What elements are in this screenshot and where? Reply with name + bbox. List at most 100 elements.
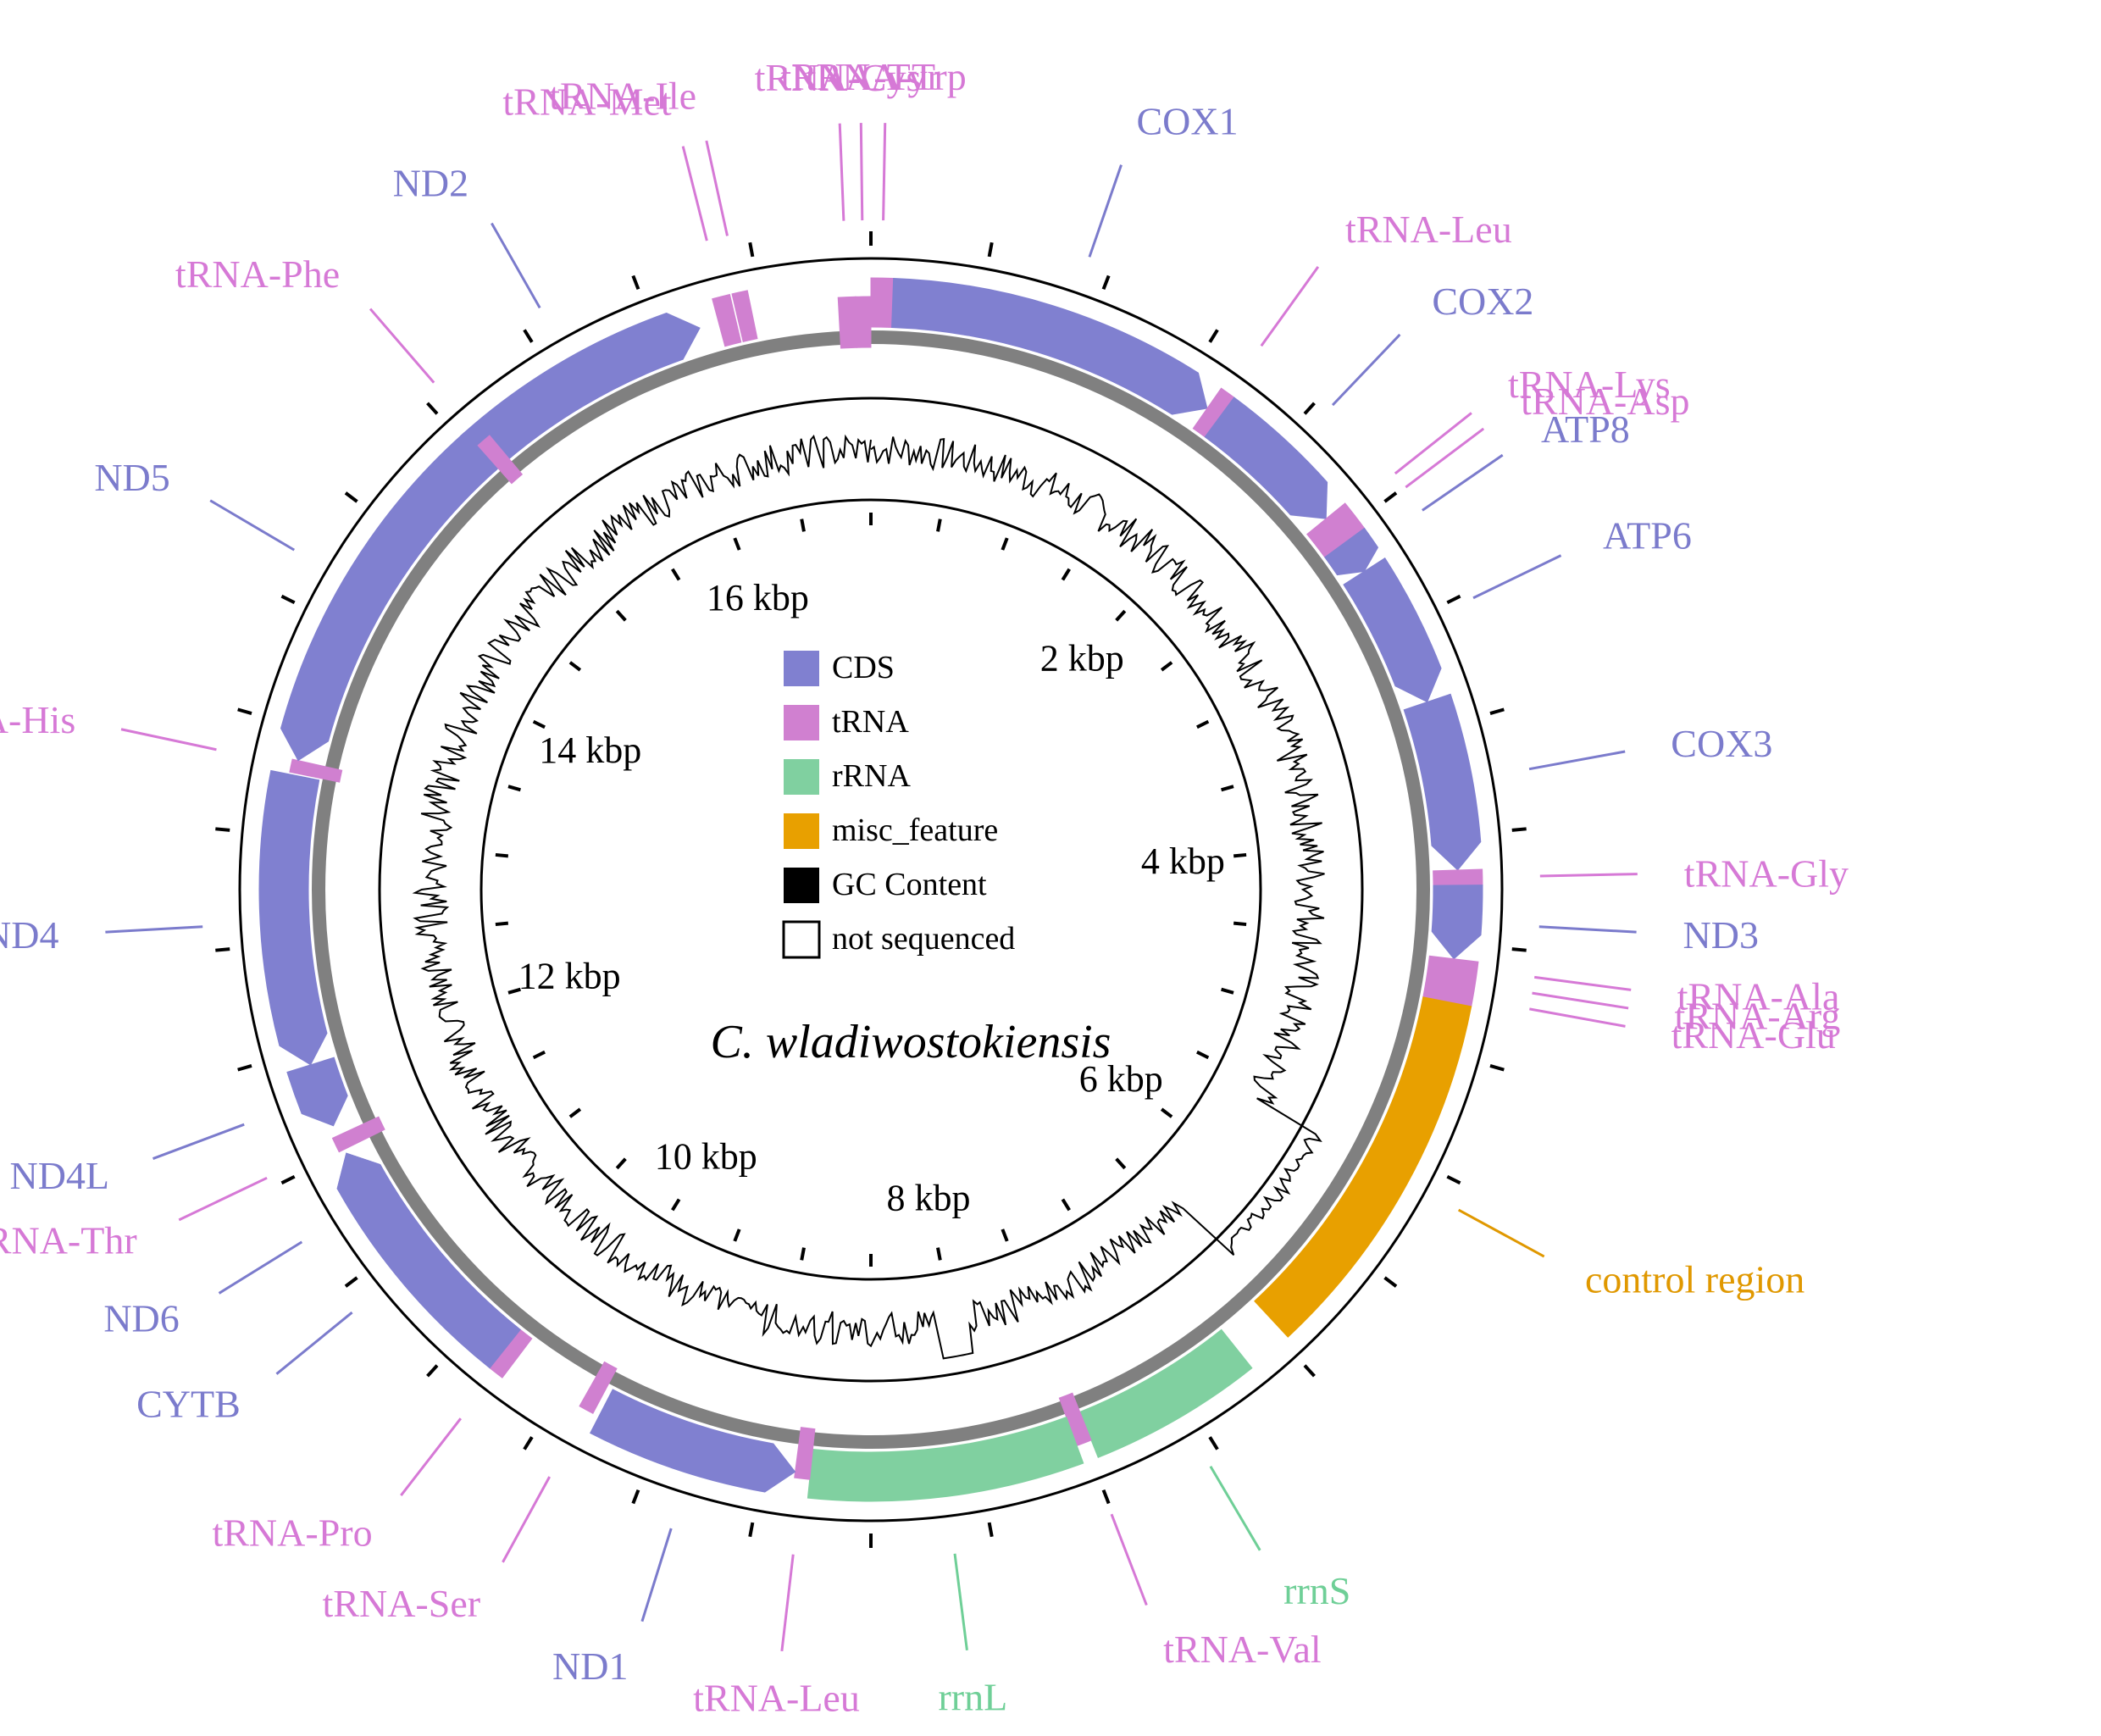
inner-tick: [532, 719, 546, 729]
feature-label: ATP8: [1541, 408, 1630, 451]
inner-tick: [507, 987, 521, 995]
inner-tick: [568, 1107, 582, 1118]
leader-line: [1422, 453, 1504, 512]
gc-inner-circle: [480, 498, 1262, 1281]
outer-tick: [237, 707, 252, 715]
kbp-label: 12 kbp: [518, 955, 621, 996]
outer-tick: [631, 275, 640, 291]
inner-tick: [507, 785, 521, 792]
legend-label: tRNA: [832, 704, 909, 740]
outer-tick: [1101, 1489, 1111, 1505]
leader-line: [1331, 333, 1401, 407]
legend-swatch: [784, 651, 819, 686]
leader-line: [681, 146, 708, 241]
leader-line: [1534, 975, 1632, 991]
feature-trna-gly: [1433, 868, 1483, 886]
outer-tick: [631, 1489, 640, 1505]
outer-tick: [1303, 1364, 1316, 1378]
inner-tick: [800, 519, 806, 532]
feature-control-region: [1254, 996, 1472, 1338]
outer-tick: [1489, 707, 1505, 715]
outer-tick: [215, 947, 230, 952]
kbp-label: 2 kbp: [1040, 638, 1124, 679]
legend: CDS tRNA rRNA misc_feature GC Content not seq…: [782, 650, 1015, 959]
inner-tick: [1001, 537, 1009, 551]
legend-label: GC Content: [832, 867, 987, 902]
feature-label: tRNA-Arg: [1674, 994, 1840, 1037]
feature-nd1: [589, 1389, 796, 1493]
leader-line: [502, 1476, 552, 1563]
outer-circle: [238, 257, 1504, 1522]
outer-tick: [1303, 402, 1316, 415]
feature-label: ND2: [393, 162, 468, 205]
feature-atp6: [1343, 557, 1442, 703]
outer-tick: [523, 329, 534, 343]
feature-labels: tRNA-TyrtRNA-CystRNA-TrpCOX1tRNA-LeuCOX2…: [0, 55, 1849, 1719]
feature-label: tRNA-Thr: [0, 1219, 137, 1262]
feature-label: tRNA-Asp: [1521, 380, 1689, 423]
feature-label: COX3: [1671, 722, 1772, 765]
legend-swatch: [784, 813, 819, 849]
feature-label: tRNA-Leu: [693, 1677, 860, 1720]
leader-line: [1088, 164, 1123, 258]
outer-tick: [426, 1364, 439, 1378]
inner-tick: [936, 1247, 942, 1261]
feature-nd3: [1431, 885, 1483, 960]
outer-tick: [1208, 329, 1219, 343]
legend-label: CDS: [832, 650, 895, 685]
inner-tick: [1160, 1107, 1173, 1118]
leader-line: [1209, 1465, 1261, 1551]
inner-tick: [733, 1229, 741, 1242]
legend-swatch: [784, 759, 819, 795]
kbp-label: 14 kbp: [539, 729, 641, 771]
inner-tick: [1196, 719, 1210, 729]
feature-label: tRNA-Ser: [323, 1582, 481, 1625]
feature-trna-phe: [477, 435, 524, 485]
leader-line: [369, 308, 435, 384]
gc-content-line: [412, 434, 1325, 1360]
feature-nd5: [280, 432, 497, 762]
leader-line: [640, 1528, 673, 1622]
leader-line: [1394, 412, 1472, 475]
outer-tick: [280, 1174, 296, 1185]
feature-atp8: [1324, 527, 1379, 576]
inner-tick: [495, 852, 509, 858]
feature-trna-thr: [331, 1116, 385, 1153]
tick-marks: [215, 231, 1527, 1548]
legend-label: misc_feature: [832, 813, 998, 848]
inner-tick: [1115, 1157, 1127, 1170]
outer-tick: [280, 594, 296, 605]
feature-label: ND6: [103, 1296, 179, 1339]
feature-label: rrnS: [1283, 1569, 1350, 1612]
leader-line: [1472, 554, 1562, 600]
feature-label: tRNA-Glu: [1671, 1013, 1836, 1057]
kbp-label: 10 kbp: [655, 1136, 757, 1178]
feature-label: control region: [1585, 1257, 1804, 1301]
leader-line: [838, 123, 845, 221]
inner-tick: [1061, 1198, 1071, 1212]
leader-line: [859, 123, 864, 221]
outer-tick: [426, 402, 439, 415]
leader-line: [780, 1554, 795, 1652]
leader-line: [705, 140, 729, 236]
feature-trna-tyr: [855, 296, 872, 348]
legend-label: not sequenced: [832, 921, 1015, 957]
kbp-label: 4 kbp: [1141, 840, 1225, 882]
leader-line: [209, 499, 296, 552]
feature-trna-met: [712, 293, 742, 347]
outer-tick: [1383, 491, 1398, 503]
feature-trna-trp: [870, 277, 895, 328]
leader-line: [1260, 266, 1320, 347]
kbp-label: 8 kbp: [886, 1178, 970, 1219]
leader-line: [1529, 1007, 1626, 1028]
feature-nd6: [336, 1152, 423, 1259]
feature-trna-leu: [794, 1427, 816, 1480]
inner-tick: [1160, 661, 1173, 672]
legend-label: rRNA: [832, 758, 911, 794]
inner-tick: [1196, 1050, 1210, 1060]
feature-trna-ile: [731, 290, 758, 342]
kbp-label: 6 kbp: [1079, 1058, 1163, 1100]
feature-label: ND3: [1683, 913, 1759, 957]
